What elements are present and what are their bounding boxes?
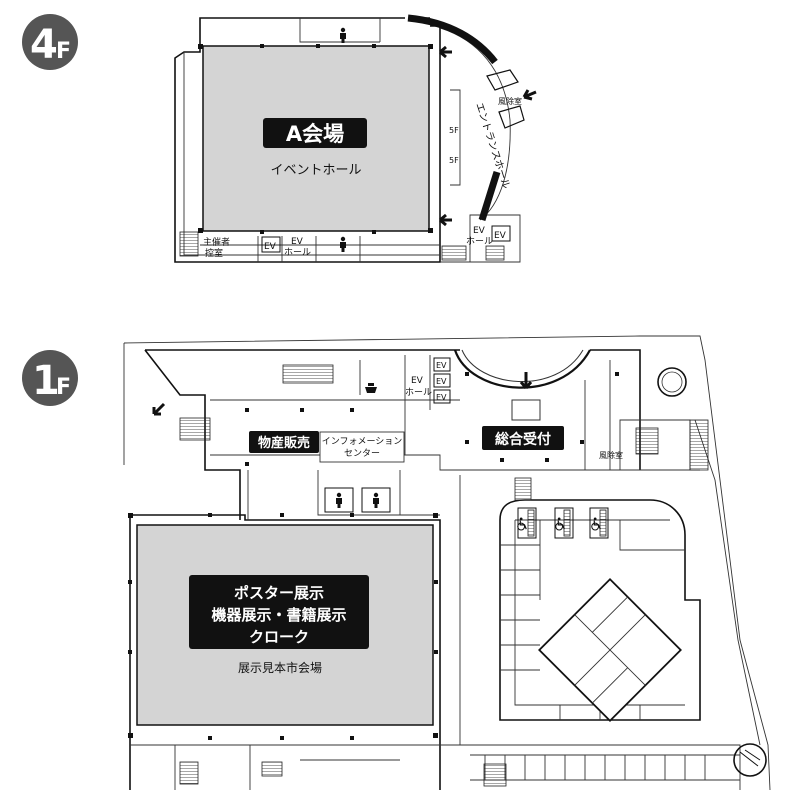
five-f-label-2: 5F: [449, 156, 459, 165]
stairs-4f-bottom: [441, 245, 467, 261]
restroom-icon: [340, 236, 346, 252]
ev-hall-ev-4f: EV: [291, 237, 304, 247]
stairs-1f-6: [179, 761, 199, 785]
right-ev-box-4f: [491, 225, 511, 242]
stairs-1f-1: [179, 417, 211, 441]
entrance-curve-1f: [453, 349, 591, 389]
restroom-box-1: [324, 487, 354, 513]
right-ev-label-4f: EV: [494, 231, 507, 241]
ev-box-1f-2-label: EV: [436, 377, 447, 386]
ev-hall-label-4f: ホール: [284, 247, 311, 258]
reception-label: 総合受付: [495, 431, 551, 448]
exhibition-hall-title-line3: クローク: [249, 628, 309, 646]
ev-box-1f-2: [433, 373, 451, 388]
ev-label-1f: EV: [411, 376, 424, 386]
exhibition-hall-title-line1: ポスター展示: [234, 584, 324, 602]
spiral-structure: [733, 743, 767, 777]
windbreak-label-1f: 風除室: [599, 450, 623, 460]
arrow-icon: [439, 45, 452, 59]
accessible-parking-icon: [517, 516, 527, 531]
right-ev-hall-label-4f: ホール: [466, 236, 493, 247]
hall-a-subtitle: イベントホール: [270, 163, 361, 178]
organizer-room-line1: 主催者: [203, 236, 230, 248]
stairs-1f-5: [689, 419, 709, 471]
goods-sale-label: 物産販売: [258, 435, 310, 451]
floor-badge-1f: 1 F: [22, 350, 78, 406]
exhibition-hall-title-line2: 機器展示・書籍展示: [211, 606, 346, 624]
restroom-icon: [336, 492, 342, 508]
ev-box-1f-3: [433, 389, 451, 404]
arrow-icon: [152, 402, 166, 416]
floor-4f: 4 F 風除室 A会場 イベントホール 5F 5F エントランスホール: [22, 14, 537, 263]
phone-icon: [365, 383, 377, 393]
rotated-structure: [538, 578, 682, 722]
floor-badge-4f: 4 F: [22, 14, 78, 70]
stairs-1f-3: [514, 477, 532, 501]
restroom-icon: [340, 27, 346, 43]
organizer-room-line2: 控室: [205, 247, 223, 259]
badge-letter: F: [56, 375, 71, 400]
info-center-box: [319, 431, 405, 463]
stairs-4f-right: [485, 245, 505, 261]
five-f-label-1: 5F: [449, 126, 459, 135]
windbreak-4f: 風除室: [486, 69, 525, 129]
exhibition-hall-title-bg: [189, 575, 369, 649]
accessible-parking-icon: [591, 516, 601, 531]
arrow-icon: [522, 89, 537, 101]
columns-1f: [128, 372, 619, 740]
ev-box-4f: [261, 236, 281, 253]
ev-box-1f-3-label: EV: [436, 393, 447, 402]
stairs-1f-7: [483, 763, 507, 787]
accessible-parking-icon: [555, 516, 565, 531]
restroom-icon: [373, 492, 379, 508]
badge-number: 1: [32, 358, 60, 404]
columns-4f: [198, 44, 433, 234]
hall-a-title-bg: [263, 118, 367, 148]
info-center-line2: センター: [344, 448, 380, 459]
badge-letter: F: [56, 39, 71, 64]
badge-number: 4: [30, 22, 58, 68]
entrance-glass-wall-lower: [478, 170, 501, 222]
ev-box-1f-1-label: EV: [436, 361, 447, 370]
stairs-1f-2: [282, 364, 334, 384]
exhibition-hall-subtitle: 展示見本市会場: [238, 660, 322, 675]
ev-small-label-4f: EV: [264, 242, 277, 252]
ev-box-1f-1: [433, 357, 451, 372]
round-structure: [657, 367, 687, 397]
floor-1f: 1 F: [22, 335, 771, 791]
stairs-1f-8: [261, 761, 283, 777]
windbreak-label-4f: 風除室: [498, 96, 522, 106]
stairs-1f-4: [635, 427, 659, 455]
arrow-icon: [519, 372, 533, 389]
right-ev-hall-ev-4f: EV: [473, 226, 486, 236]
reception-bg: [482, 426, 564, 450]
restroom-box-2: [361, 487, 391, 513]
ev-hall-label-1f: ホール: [405, 387, 432, 398]
entrance-gate-1f: [511, 399, 541, 421]
bottom-parking-strip: [470, 754, 740, 781]
site-boundary: [123, 335, 771, 791]
entrance-glass-wall: [407, 14, 498, 65]
parking-area: [499, 499, 701, 721]
goods-sale-bg: [249, 431, 319, 453]
stairs-4f-left: [179, 231, 199, 257]
info-center-line1: インフォメーション: [322, 437, 403, 447]
entrance-curve-inner-1f: [461, 349, 584, 382]
arrow-icon: [439, 213, 452, 227]
hall-a-title: A会場: [286, 122, 344, 146]
